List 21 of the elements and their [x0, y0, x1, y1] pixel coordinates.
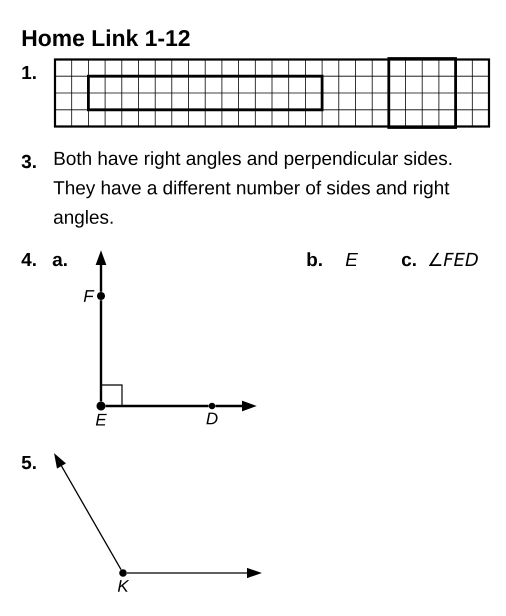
item-number: b. [307, 252, 322, 266]
item-number: a. [52, 256, 67, 266]
answer-text: E [346, 252, 358, 266]
item-number: 3. [22, 154, 36, 168]
line-segment [100, 300, 102, 402]
point: K [118, 569, 130, 592]
item-number: 4. [21, 252, 36, 266]
node-label: K [118, 580, 130, 592]
point: E [96, 402, 107, 426]
answer-text: ∠FED [428, 252, 478, 266]
title: Home Link 1-12 [22, 29, 190, 46]
item-number: 1. [22, 66, 36, 79]
node-label: F [84, 290, 94, 302]
item-number: c. [402, 256, 416, 266]
answer-text: Both have right angles and perpendicular sides. They have a different number of sides and right angles. [54, 151, 452, 228]
line-segment [106, 404, 209, 408]
node-label: E [96, 414, 107, 426]
point: F [84, 290, 105, 302]
point: D [206, 402, 218, 424]
item-number: 5. [22, 456, 36, 470]
node-label: D [206, 412, 218, 424]
